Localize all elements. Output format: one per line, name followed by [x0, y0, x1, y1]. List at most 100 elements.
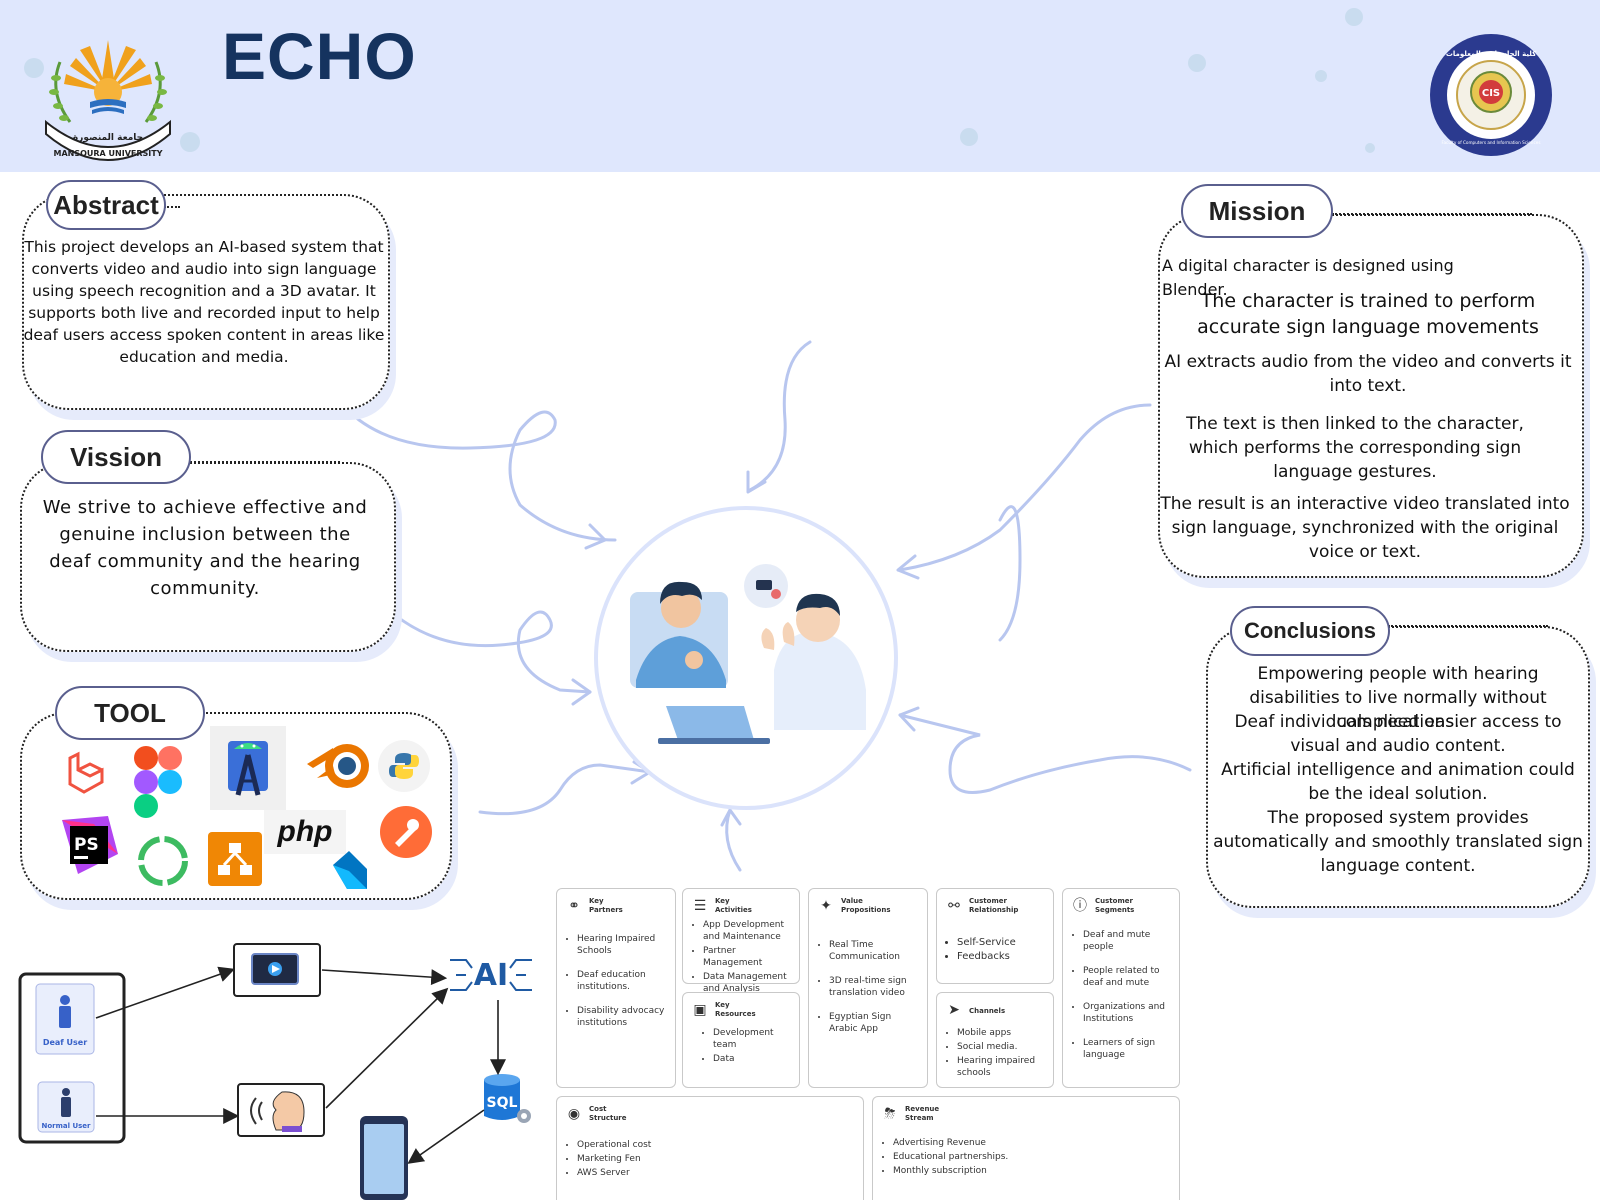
page-title: ECHO — [222, 19, 417, 93]
bmc-key-resources-item: Development team — [713, 1027, 793, 1051]
cis-faculty-logo: CIS كلية الحاسبات والمعلومات Faculty of … — [1430, 34, 1552, 156]
bmc-customer-relationship-item: Feedbacks — [957, 951, 1047, 963]
bmc-customer-segments-item: Organizations and Institutions — [1083, 1001, 1173, 1025]
conclusions-heading: Conclusions — [1230, 606, 1390, 656]
phpstorm-icon: PS — [56, 812, 122, 878]
abstract-connector — [164, 206, 180, 208]
sql-label: SQL — [487, 1095, 518, 1111]
bmc-key-partners-item: Hearing Impaired Schools — [577, 933, 669, 957]
phpstorm-icon-text: PS — [74, 835, 99, 855]
conclusions-point-2: Deaf individuals need easier access to v… — [1234, 712, 1562, 756]
conclusions-point-1: Empowering people with hearing disabilit… — [1249, 664, 1547, 732]
bmc-key-resources: ▣ Key Resources Development team Data — [682, 992, 800, 1088]
bmc-customer-segments-title: Customer Segments — [1095, 897, 1135, 914]
bmc-channels-title: Channels — [969, 1007, 1006, 1015]
mission-heading: Mission — [1181, 184, 1333, 238]
python-icon — [378, 740, 430, 792]
sql-database-icon: SQL — [484, 1074, 531, 1123]
bmc-revenue-stream-item: Advertising Revenue — [893, 1137, 1173, 1149]
bmc-key-resources-title: Key Resources — [715, 1001, 756, 1018]
bmc-value-propositions: ✦ Value Propositions Real Time Communica… — [808, 888, 928, 1088]
system-diagram: Deaf User Normal User AI SQL — [18, 943, 532, 1200]
abstract-text: This project develops an AI-based system… — [23, 238, 385, 366]
mission-point-2: The character is trained to perform accu… — [1197, 290, 1539, 338]
bmc-revenue-stream-item: Educational partnerships. — [893, 1151, 1173, 1163]
mission-point-5: The result is an interactive video trans… — [1160, 494, 1570, 562]
bmc-cost-structure-item: Marketing Fen — [577, 1153, 857, 1165]
bmc-key-activities-item: App Development and Maintenance — [703, 919, 793, 943]
bmc-key-partners-item: Deaf education institutions. — [577, 969, 669, 993]
rocket-icon: ➤ — [948, 1002, 960, 1018]
bmc-cost-structure: ◉ Cost Structure Operational cost Market… — [556, 1096, 864, 1200]
resources-icon: ▣ — [693, 1002, 707, 1018]
info-icon: ⓘ — [1073, 898, 1087, 914]
checklist-icon: ☰ — [693, 898, 707, 914]
blender-icon — [300, 730, 378, 796]
bmc-customer-relationship-title: Customer Relationship — [969, 897, 1019, 914]
bmc-value-propositions-item: Real Time Communication — [829, 939, 921, 963]
center-sign-language-illustration — [594, 506, 898, 810]
bmc-key-partners: ⚭ Key Partners Hearing Impaired Schools … — [556, 888, 676, 1088]
bmc-channels-item: Mobile apps — [957, 1027, 1047, 1039]
mission-point-1: A digital character is designed using Bl… — [1162, 256, 1454, 299]
revenue-icon: ⛈ — [884, 1106, 896, 1122]
mission-point-3: AI extracts audio from the video and con… — [1164, 352, 1572, 396]
draw-io-icon — [208, 832, 262, 886]
normal-user-box: Normal User — [37, 1081, 95, 1133]
mission-point-4: The text is then linked to the character… — [1186, 414, 1524, 482]
bmc-key-activities-item: Data Management and Analysis — [703, 971, 793, 995]
cis-logo-text: Faculty of Computers and Information Sci… — [1441, 140, 1540, 145]
php-icon: php — [264, 810, 346, 854]
bmc-key-activities-title: Key Activities — [715, 897, 752, 914]
bmc-channels-item: Hearing impaired schools — [957, 1055, 1047, 1079]
bmc-customer-segments: ⓘ Customer Segments Deaf and mute people… — [1062, 888, 1180, 1088]
cis-logo-arabic: كلية الحاسبات والمعلومات — [1446, 50, 1537, 58]
bmc-customer-relationship: ⚯ Customer Relationship Self-Service Fee… — [936, 888, 1054, 984]
vision-heading: Vission — [41, 430, 191, 484]
mission-panel — [1158, 214, 1584, 578]
handshake-icon: ⚭ — [568, 898, 580, 914]
bmc-key-activities: ☰ Key Activities App Development and Mai… — [682, 888, 800, 994]
tool-heading: TOOL — [55, 686, 205, 740]
bmc-revenue-stream: ⛈ Revenue Stream Advertising Revenue Edu… — [872, 1096, 1180, 1200]
mission-connector — [1332, 213, 1532, 215]
conclusions-point-3: Artificial intelligence and animation co… — [1221, 760, 1575, 804]
php-icon-text: php — [277, 815, 333, 848]
deaf-user-box: Deaf User — [35, 983, 95, 1055]
ai-chip: AI — [450, 958, 532, 993]
mansoura-logo-text: MANSOURA UNIVERSITY — [53, 149, 162, 158]
bmc-key-partners-item: Disability advocacy institutions — [577, 1005, 669, 1029]
mobile-phone-icon — [360, 1116, 408, 1200]
relationship-icon: ⚯ — [948, 898, 960, 914]
bmc-customer-segments-item: Deaf and mute people — [1083, 929, 1173, 953]
bmc-customer-segments-item: Learners of sign language — [1083, 1037, 1173, 1061]
mansoura-logo-arabic: جامعة المنصورة — [73, 133, 143, 143]
cis-badge-text: CIS — [1482, 88, 1500, 99]
vision-panel — [20, 462, 396, 652]
vision-connector — [190, 461, 340, 463]
bmc-channels: ➤ Channels Mobile apps Social media. Hea… — [936, 992, 1054, 1088]
dart-icon — [326, 848, 374, 896]
bmc-value-propositions-item: 3D real-time sign translation video — [829, 975, 921, 999]
bmc-channels-item: Social media. — [957, 1041, 1047, 1053]
header-banner — [0, 0, 1600, 172]
value-icon: ✦ — [820, 898, 832, 914]
bmc-cost-structure-item: Operational cost — [577, 1139, 857, 1151]
deaf-user-label: Deaf User — [43, 1038, 87, 1047]
conclusions-point-4: The proposed system provides automatical… — [1213, 808, 1583, 876]
abstract-panel — [22, 194, 390, 410]
bmc-key-activities-item: Partner Management — [703, 945, 793, 969]
bmc-cost-structure-item: AWS Server — [577, 1167, 857, 1179]
bmc-value-propositions-item: Egyptian Sign Arabic App — [829, 1011, 921, 1035]
figma-icon — [132, 744, 184, 822]
conclusions-connector — [1388, 625, 1548, 627]
bmc-key-resources-item: Data — [713, 1053, 793, 1065]
ai-chip-label: AI — [474, 958, 508, 993]
postman-icon — [378, 804, 434, 860]
money-icon: ◉ — [567, 1106, 581, 1122]
bmc-key-partners-title: Key Partners — [589, 897, 623, 914]
cycle-icon — [134, 832, 192, 890]
normal-user-label: Normal User — [41, 1122, 91, 1130]
bmc-customer-relationship-item: Self-Service — [957, 937, 1047, 949]
